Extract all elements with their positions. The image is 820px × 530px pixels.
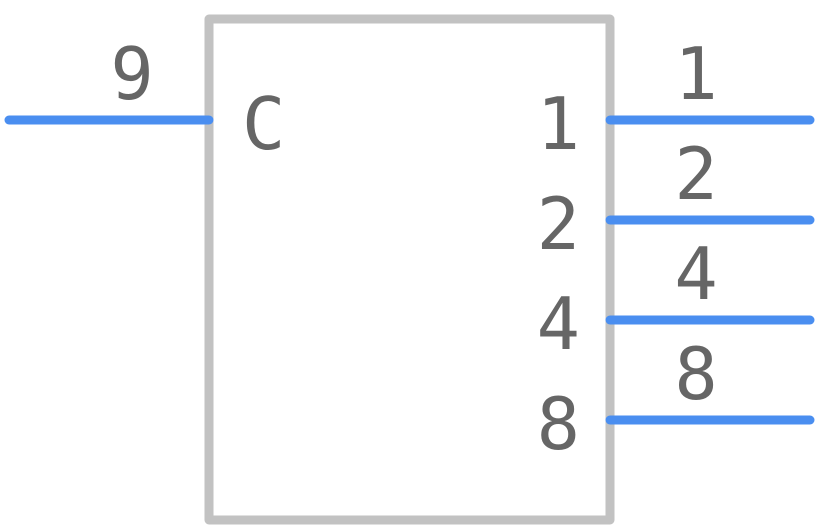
pin-name-right-3: 4 bbox=[536, 282, 580, 366]
pin-number-right-4: 8 bbox=[674, 332, 718, 416]
pin-number-right-3: 4 bbox=[674, 232, 718, 316]
pin-name-left: C bbox=[242, 82, 286, 166]
pin-name-right-2: 2 bbox=[536, 182, 580, 266]
component-body bbox=[204, 14, 615, 525]
pin-number-right-2: 2 bbox=[674, 132, 718, 216]
pin-number-left: 9 bbox=[110, 32, 154, 116]
pin-name-right-4: 8 bbox=[536, 382, 580, 466]
pin-name-right-1: 1 bbox=[536, 82, 580, 166]
pin-number-right-1: 1 bbox=[674, 32, 718, 116]
